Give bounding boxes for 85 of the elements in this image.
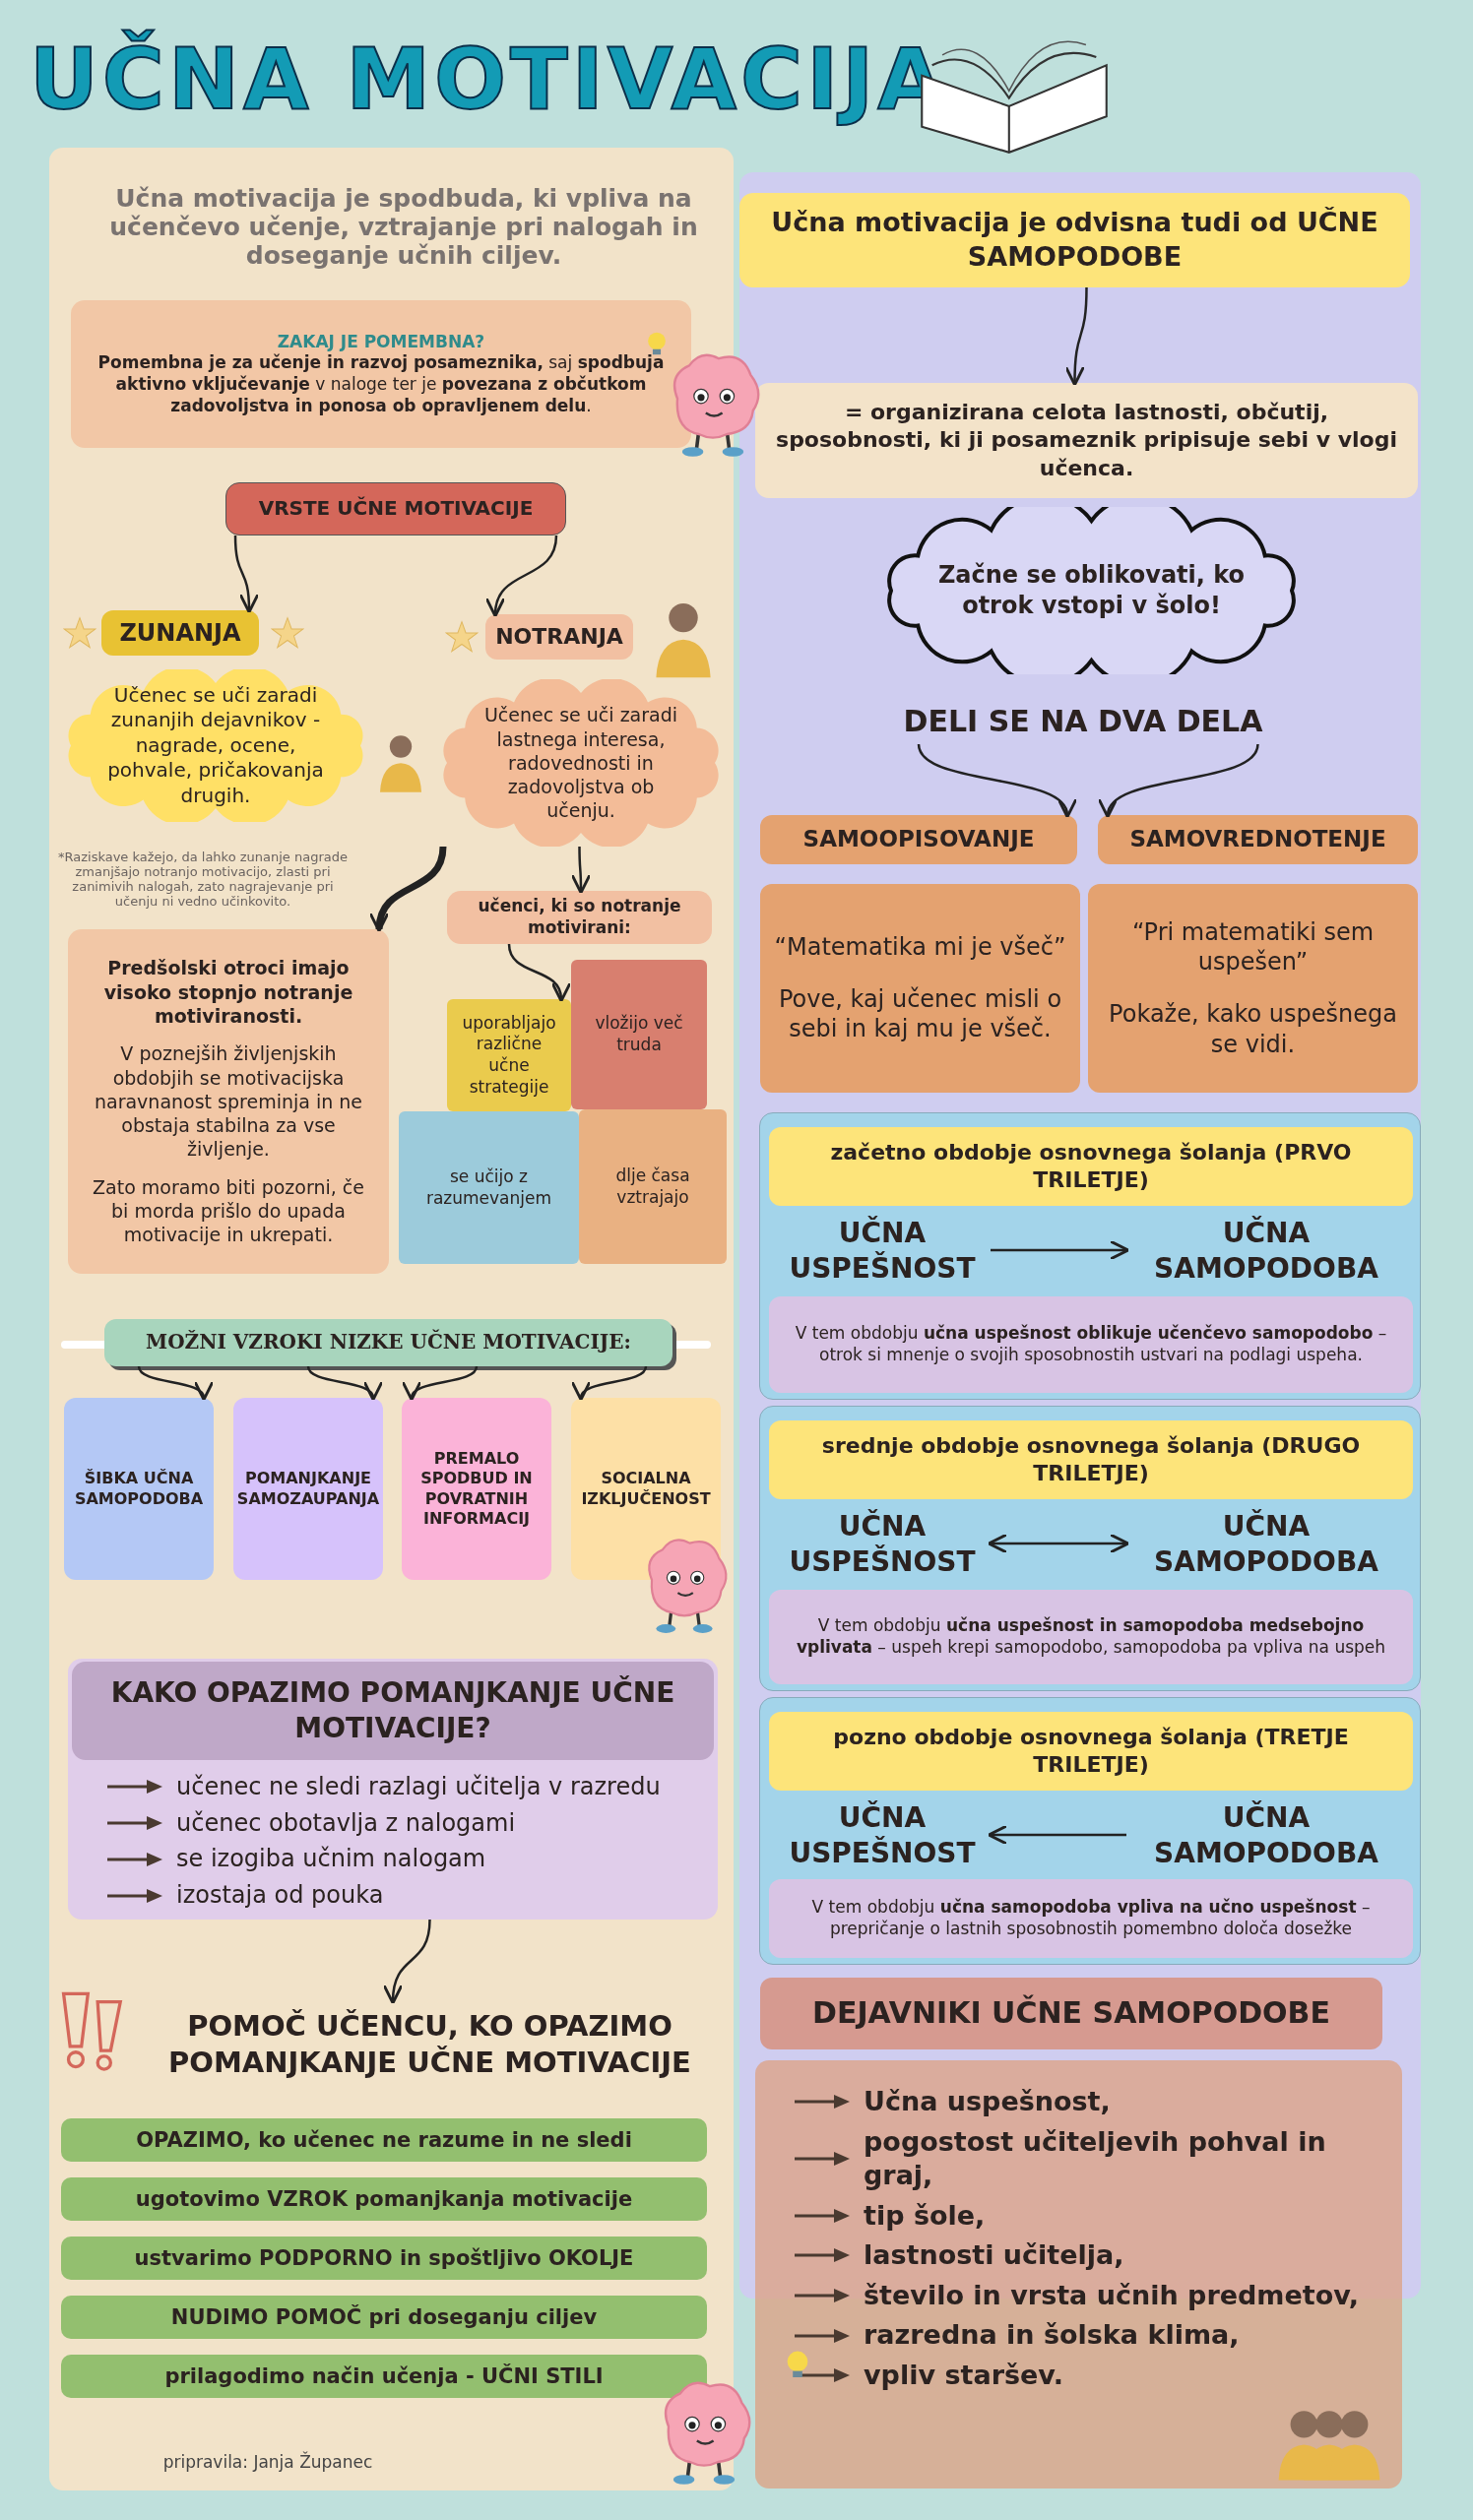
puzzle-piece: vložijo več truda <box>571 960 707 1109</box>
category-tag: SAMOOPISOVANJE <box>760 815 1077 864</box>
step-bar: OPAZIMO, ko učenec ne razume in ne sledi <box>61 2118 707 2162</box>
arrow <box>987 1533 1130 1554</box>
step-bar: prilagodimo način učenja - UČNI STILI <box>61 2355 707 2398</box>
info-box <box>68 929 389 1274</box>
list-item: učenec obotavlja z nalogami <box>176 1807 516 1839</box>
stage-panel <box>759 1112 1421 1400</box>
category-tag: ZUNANJA <box>101 610 259 656</box>
puzzle-piece: se učijo z razumevanjem <box>399 1111 579 1264</box>
arrow <box>306 1365 379 1402</box>
panel-header: KAKO OPAZIMO POMANJKANJE UČNE MOTIVACIJE? <box>72 1662 714 1760</box>
arrow <box>917 743 1073 819</box>
cause-card: POMANJKANJE SAMOZAUPANJA <box>233 1398 383 1580</box>
author-credit: pripravila: Janja Županec <box>161 2450 374 2474</box>
arrow <box>570 847 592 895</box>
example-card <box>1088 884 1418 1093</box>
heading-text: ZAKAJ JE POMEMBNA? <box>277 331 485 353</box>
cause-card: PREMALO SPODBUD IN POVRATNIH INFORMACIJ <box>402 1398 551 1580</box>
term-text: UČNA USPEŠNOST <box>779 1509 986 1580</box>
body-text: Pomembna je za učenje in razvoj posameznika, saj spodbuja aktivno vključevanje v naloge ter je povezana z občutkom zadovoljstva in ponosa ob opravljenem delu. <box>96 352 666 417</box>
highlight-box: Učna motivacija je odvisna tudi od UČNE SAMOPODOBE <box>739 193 1410 287</box>
list-item: razredna in šolska klima, <box>864 2318 1240 2353</box>
note-box: V tem obdobju učna samopodoba vpliva na učno uspešnost – prepričanje o lastnih sposobnostih pomembno določa dosežke <box>769 1879 1413 1958</box>
step-bar: ugotovimo VZROK pomanjkanja motivacije <box>61 2177 707 2221</box>
category-tag: SAMOVREDNOTENJE <box>1098 815 1418 864</box>
arrow <box>406 1365 479 1402</box>
list-item: tip šole, <box>864 2198 986 2233</box>
note-box: V tem obdobju učna uspešnost oblikuje učenčevo samopodobo – otrok si mnenje o svojih sposobnostih ustvari na podlagi uspeha. <box>769 1296 1413 1393</box>
list-item: izostaja od pouka <box>176 1880 384 1911</box>
arrow <box>991 1239 1130 1261</box>
arrow <box>370 846 447 933</box>
stage-header: srednje obdobje osnovnega šolanja (DRUGO TRILETJE) <box>769 1420 1413 1499</box>
body-text: V poznejših življenjskih obdobjih se motivacijska naravnanost spreminja in ne obstaja stabilna za vse življenje. <box>93 1041 364 1162</box>
arrow <box>507 943 570 1003</box>
arrow <box>575 1365 648 1402</box>
stage-header: pozno obdobje osnovnega šolanja (TRETJE TRILETJE) <box>769 1712 1413 1791</box>
intro-text: Učna motivacija je spodbuda, ki vpliva na učenčevo učenje, vztrajanje pri nalogah in doseganje učnih ciljev. <box>108 182 699 272</box>
definition-box: = organizirana celota lastnosti, občutij, sposobnosti, ki ji posameznik pripisuje sebi v vlogi učenca. <box>755 383 1418 498</box>
list-item: se izogiba učnim nalogam <box>176 1844 486 1875</box>
subheading-box: učenci, ki so notranje motivirani: <box>447 891 712 944</box>
info-box <box>71 300 691 448</box>
term-text: UČNA SAMOPODOBA <box>1133 1800 1399 1871</box>
step-bar: ustvarimo PODPORNO in spoštljivo OKOLJE <box>61 2236 707 2280</box>
heading-text: Predšolski otroci imajo visoko stopnjo notranje motiviranosti. <box>102 956 354 1029</box>
category-tag: NOTRANJA <box>485 614 633 660</box>
term-text: UČNA USPEŠNOST <box>779 1216 986 1287</box>
heading-text: “Matematika mi je všeč” <box>774 931 1066 963</box>
arrow <box>233 535 259 614</box>
arrow <box>1064 286 1088 387</box>
section-heading: DELI SE NA DVA DELA <box>857 699 1310 744</box>
title: UČNA MOTIVACIJA <box>30 30 947 128</box>
arrow <box>486 535 558 618</box>
puzzle-piece: dlje časa vztrajajo <box>579 1109 727 1264</box>
info-panel <box>68 1659 718 1920</box>
note-box: V tem obdobju učna uspešnost in samopodoba medsebojno vplivata – uspeh krepi samopodobo, samopodoba pa vpliva na uspeh <box>769 1590 1413 1684</box>
body-text: Zato moramo biti pozorni, če bi morda prišlo do upada motivacije in ukrepati. <box>92 1174 365 1247</box>
stage-panel <box>759 1406 1421 1691</box>
body-text: Pove, kaj učenec misli o sebi in kaj mu je všeč. <box>777 983 1063 1045</box>
example-card <box>760 884 1080 1093</box>
section-header: DEJAVNIKI UČNE SAMOPODOBE <box>760 1978 1382 2049</box>
term-text: UČNA SAMOPODOBA <box>1133 1216 1399 1287</box>
list-item: Učna uspešnost, <box>864 2085 1111 2118</box>
body-text: Pokaže, kako uspešnega se vidi. <box>1108 999 1398 1060</box>
term-text: UČNA USPEŠNOST <box>779 1800 986 1871</box>
step-bar: NUDIMO POMOČ pri doseganju ciljev <box>61 2296 707 2339</box>
list-panel <box>755 2060 1402 2488</box>
stage-header: začetno obdobje osnovnega šolanja (PRVO TRILETJE) <box>769 1127 1413 1206</box>
footnote-text: *Raziskave kažejo, da lahko zunanje nagrade zmanjšajo notranjo motivacijo, zlasti pri zanimivih nalogah, zato nagrajevanje pri učenju ni vedno učinkovito. <box>57 849 349 911</box>
list-item: lastnosti učitelja, <box>864 2238 1124 2273</box>
puzzle-piece: uporabljajo različne učne strategije <box>447 999 571 1111</box>
list-item: vpliv staršev. <box>864 2358 1063 2392</box>
heading-text: “Pri matematiki sem uspešen” <box>1130 916 1376 977</box>
list-item: število in vrsta učnih predmetov, <box>864 2278 1359 2312</box>
cause-card: SOCIALNA IZKLJUČENOST <box>571 1398 721 1580</box>
stage-panel <box>759 1697 1421 1965</box>
list-item: učenec ne sledi razlagi učitelja v razredu <box>176 1772 661 1802</box>
arrow <box>987 1824 1126 1846</box>
cause-card: ŠIBKA UČNA SAMOPODOBA <box>64 1398 214 1580</box>
arrow <box>383 1919 431 2005</box>
arrow <box>1102 743 1259 819</box>
section-heading: POMOČ UČENCU, KO OPAZIMO POMANJKANJE UČNE MOTIVACIJE <box>128 2001 732 2088</box>
arrow <box>137 1365 210 1402</box>
term-text: UČNA SAMOPODOBA <box>1133 1509 1399 1580</box>
section-header: VRSTE UČNE MOTIVACIJE <box>225 482 566 536</box>
